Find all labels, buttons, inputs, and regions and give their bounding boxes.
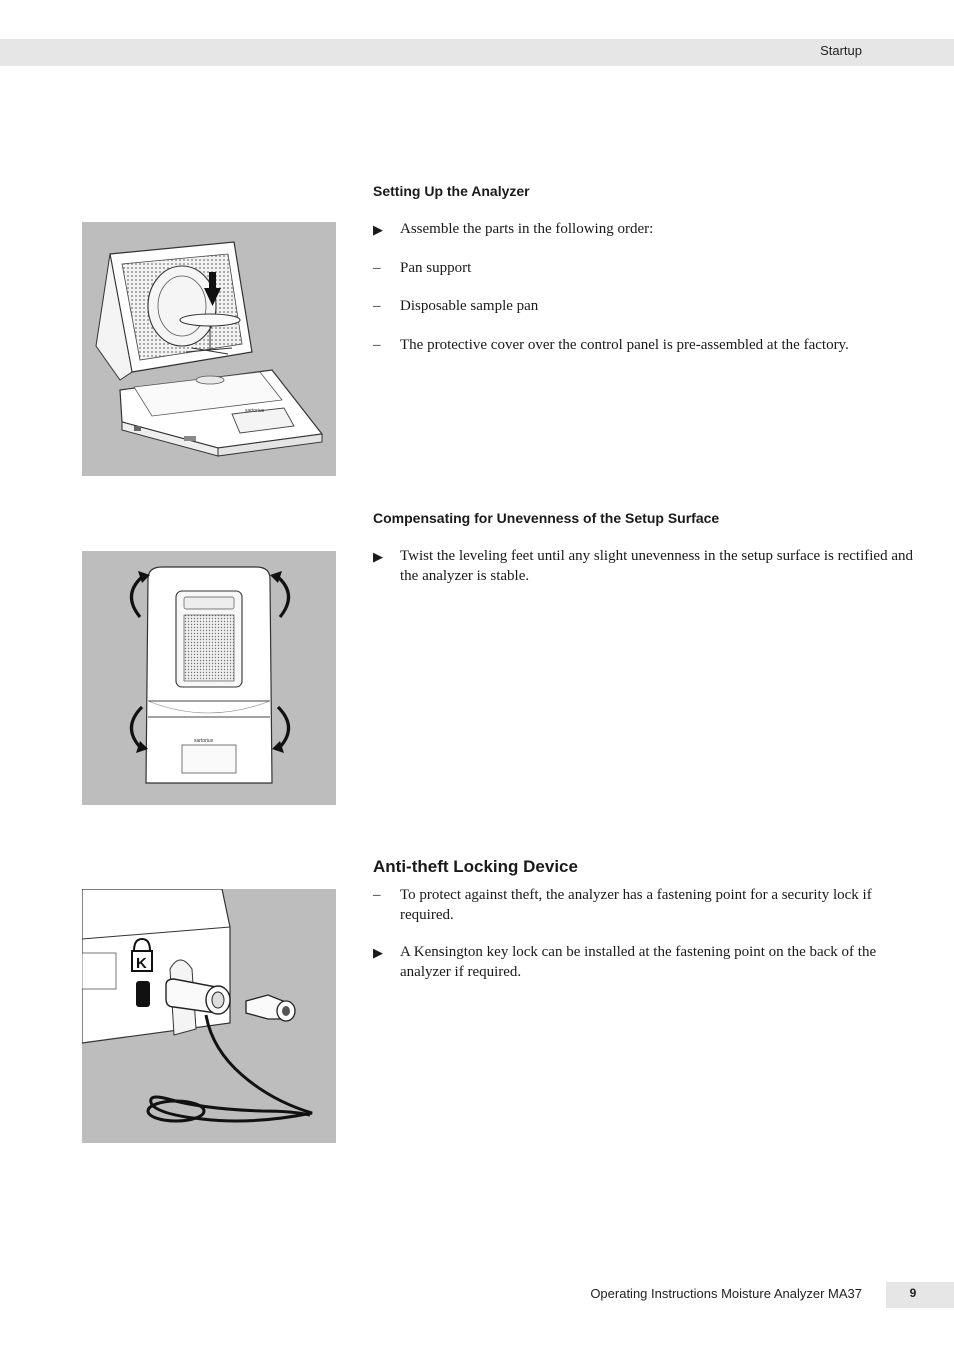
page-number: 9 (909, 1286, 917, 1300)
section-heading-setup: Setting Up the Analyzer (373, 183, 530, 199)
triangle-bullet-icon: ▶ (373, 945, 383, 960)
list-item-pan-support: – Pan support (373, 259, 913, 279)
brand-label-text: sartorius (245, 408, 265, 414)
figure-analyzer-setup: sartorius (82, 222, 336, 476)
dash-bullet-icon: – (373, 260, 381, 276)
lock-symbol-letter: K (136, 955, 147, 972)
kensington-lock-illustration: K (82, 889, 313, 1123)
dash-bullet-icon: – (373, 887, 381, 903)
dash-bullet-icon: – (373, 337, 381, 353)
figure-leveling-feet: sartorius (82, 551, 336, 805)
footer-document-title: Operating Instructions Moisture Analyzer… (590, 1286, 862, 1301)
section-heading-leveling: Compensating for Unevenness of the Setup… (373, 510, 720, 526)
brand-label-text: sartorius (194, 738, 214, 744)
triangle-bullet-icon: ▶ (373, 549, 383, 564)
figure-antitheft-lock: K (82, 889, 336, 1143)
instruction-twist-feet: ▶ Twist the leveling feet until any slig… (373, 548, 913, 584)
list-item-sample-pan: – Disposable sample pan (373, 297, 913, 317)
page-number-box: 9 (886, 1282, 954, 1308)
header-section-title: Startup (820, 43, 862, 58)
triangle-bullet-icon: ▶ (373, 222, 383, 237)
instruction-kensington-lock: ▶ A Kensington key lock can be installed… (373, 944, 877, 980)
analyzer-open-hood-illustration: sartorius (95, 241, 324, 457)
section-heading-antitheft: Anti-theft Locking Device (373, 857, 578, 876)
list-item-protective-cover: – The protective cover over the control … (373, 336, 913, 356)
analyzer-top-view-illustration: sartorius (129, 566, 291, 784)
header-band: Startup (0, 39, 954, 66)
instruction-assemble: ▶ Assemble the parts in the following or… (373, 220, 913, 240)
list-item-fastening-point: – To protect against theft, the analyzer… (373, 887, 872, 923)
dash-bullet-icon: – (373, 298, 381, 314)
